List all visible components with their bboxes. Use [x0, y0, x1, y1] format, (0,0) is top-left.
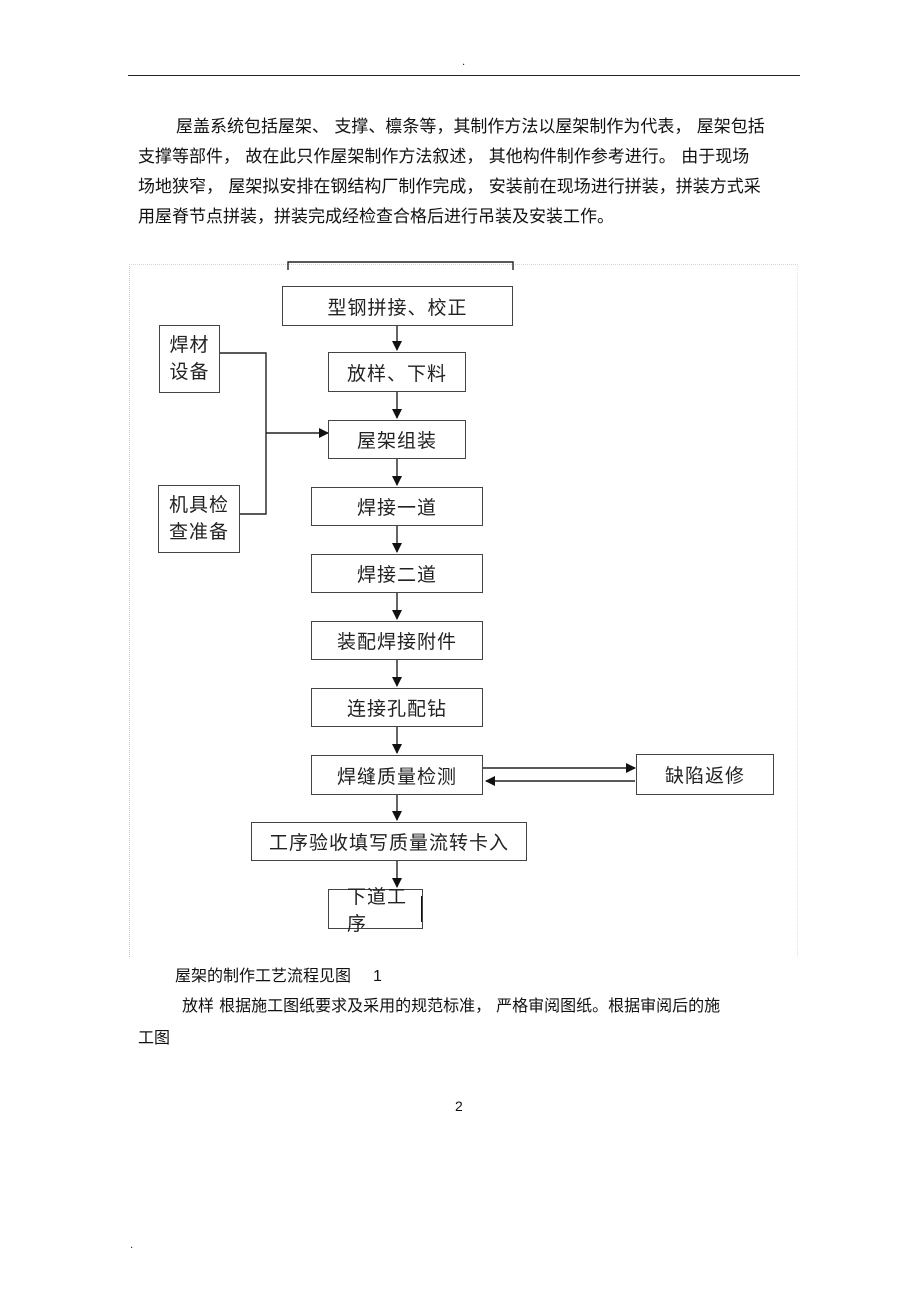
- side-top-line-2: 设备: [169, 361, 210, 383]
- repair-box: 缺陷返修: [636, 754, 774, 795]
- figure-caption: 屋架的制作工艺流程见图 1: [175, 962, 382, 986]
- side-box-tool-check: 机具检 查准备: [158, 485, 240, 553]
- body2-line-2: 工图: [138, 1028, 171, 1047]
- flow-step-7: 连接孔配钻: [311, 688, 483, 727]
- side-bottom-line-2: 查准备: [168, 521, 229, 543]
- top-bracket: [287, 261, 514, 270]
- intro-line-2: 支撑等部件， 故在此只作屋架制作方法叙述， 其他构件制作参考进行。 由于现场: [138, 147, 750, 167]
- flow-step-9: 工序验收填写质量流转卡入: [251, 822, 527, 861]
- flow-step-2: 放样、下料: [328, 352, 466, 392]
- body2-line-1: 放样 根据施工图纸要求及采用的规范标准， 严格审阅图纸。根据审阅后的施: [182, 996, 721, 1015]
- intro-line-4: 用屋脊节点拼装，拼装完成经检查合格后进行吊装及安装工作。: [138, 207, 614, 227]
- text-cursor: [421, 896, 422, 922]
- flow-step-3: 屋架组装: [328, 420, 466, 459]
- side-box-welding-materials: 焊材 设备: [159, 325, 220, 393]
- caption-number: 1: [373, 968, 382, 985]
- body-paragraph-2: 放样 根据施工图纸要求及采用的规范标准， 严格审阅图纸。根据审阅后的施 工图: [138, 990, 798, 1054]
- flow-step-10-label: 下道工序: [347, 886, 408, 935]
- flow-step-8: 焊缝质量检测: [311, 755, 483, 795]
- header-dot: .: [462, 57, 466, 68]
- intro-line-3: 场地狭窄， 屋架拟安排在钢结构厂制作完成， 安装前在现场进行拼装，拼装方式采: [138, 177, 761, 197]
- intro-paragraph: 屋盖系统包括屋架、 支撑、檩条等，其制作方法以屋架制作为代表， 屋架包括 支撑等…: [138, 112, 798, 232]
- flow-step-5: 焊接二道: [311, 554, 483, 593]
- flow-step-1: 型钢拼接、校正: [282, 286, 513, 326]
- side-top-line-1: 焊材: [169, 334, 210, 356]
- caption-text: 屋架的制作工艺流程见图: [175, 966, 352, 985]
- footer-dot: .: [130, 1240, 134, 1251]
- flow-step-10: 下道工序: [328, 886, 423, 935]
- flow-step-6: 装配焊接附件: [311, 621, 483, 660]
- page-number: 2: [455, 1098, 463, 1114]
- header-rule: [128, 75, 800, 76]
- flow-step-4: 焊接一道: [311, 487, 483, 526]
- figure-frame: [129, 264, 798, 957]
- side-bottom-line-1: 机具检: [168, 494, 229, 516]
- intro-line-1: 屋盖系统包括屋架、 支撑、檩条等，其制作方法以屋架制作为代表， 屋架包括: [176, 117, 765, 137]
